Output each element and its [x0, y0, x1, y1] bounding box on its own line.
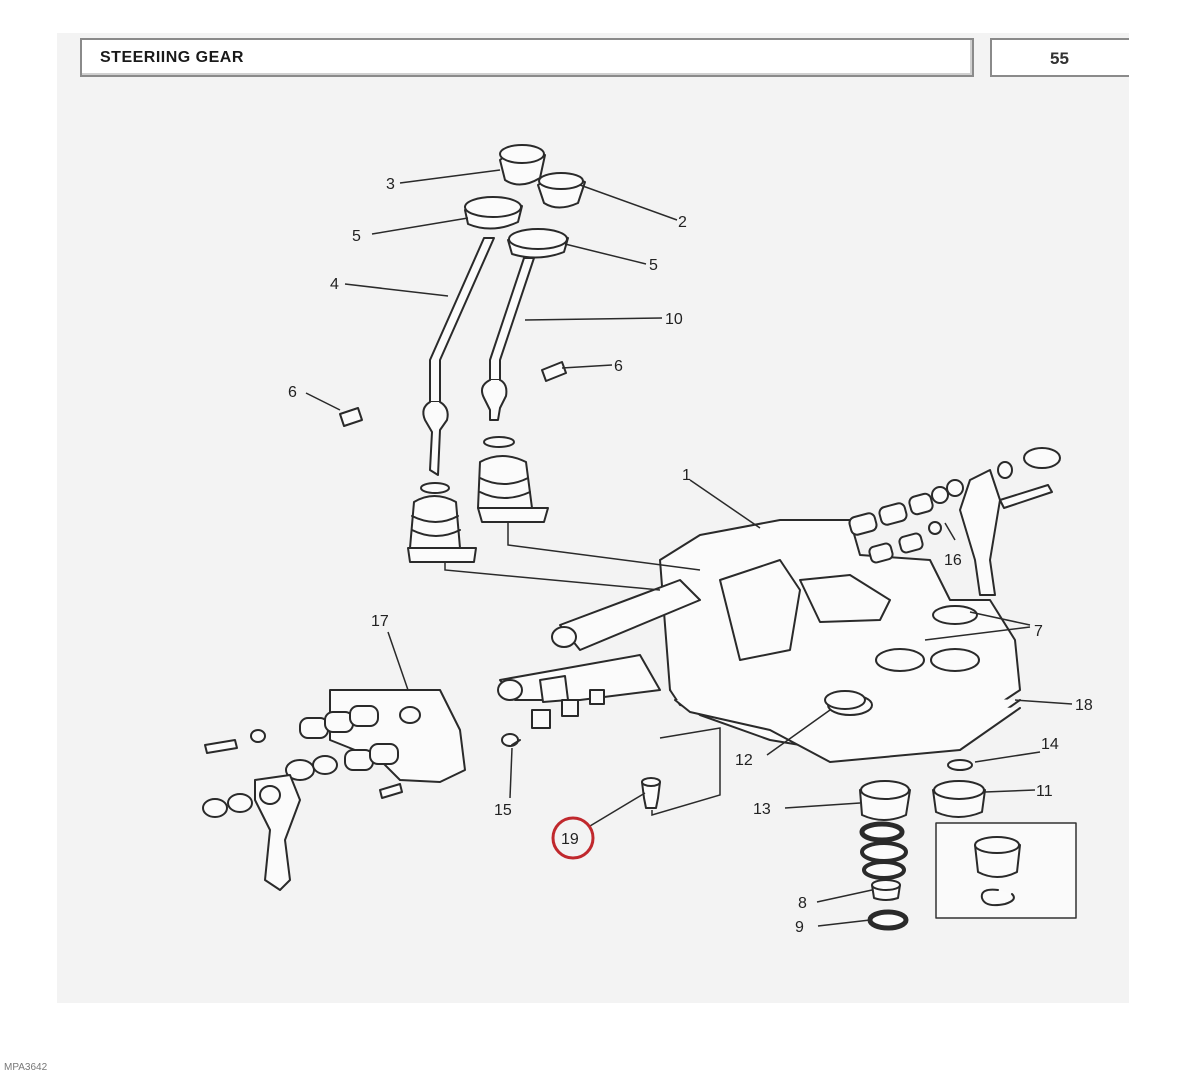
page-number: 55: [1050, 49, 1069, 68]
callout-14: 14: [1041, 736, 1059, 753]
part-cover-12: [824, 690, 866, 710]
part-nut-9: [867, 909, 909, 931]
part-lever-10: [481, 257, 535, 421]
callout-8: 8: [798, 895, 807, 912]
title-bar: STEERIING GEAR: [80, 38, 974, 77]
callout-6-right: 6: [614, 358, 623, 375]
callout-11: 11: [1036, 783, 1053, 800]
part-ring-5-left: [464, 196, 523, 230]
callout-18: 18: [1075, 697, 1093, 714]
part-cap-3: [499, 144, 546, 186]
callout-12: 12: [735, 752, 753, 769]
page-title: STEERIING GEAR: [100, 49, 244, 66]
callout-15: 15: [494, 802, 512, 819]
callout-5-left: 5: [352, 228, 361, 245]
part-lever-4: [422, 237, 495, 476]
part-plug-19: [641, 777, 661, 809]
part-shaft-upper: [551, 579, 701, 651]
callout-6-left: 6: [288, 384, 297, 401]
page-number-box: 55: [990, 38, 1129, 77]
part-boot-right: [477, 436, 549, 523]
part-cap-11: [932, 780, 986, 818]
reference-code: MPA3642: [4, 1062, 48, 1073]
callout-19: 19: [561, 831, 579, 848]
part-housing-1: [659, 519, 1021, 763]
callout-7: 7: [1034, 623, 1043, 640]
callout-9: 9: [795, 919, 804, 936]
part-clip-14: [947, 759, 973, 771]
part-ring-5-right: [507, 228, 569, 259]
callout-2: 2: [678, 214, 687, 231]
part-washer-8: [871, 879, 901, 901]
callout-13: 13: [753, 801, 771, 818]
callout-4: 4: [330, 276, 339, 293]
part-assembly-17: [202, 689, 466, 891]
callout-10: 10: [665, 311, 683, 328]
part-boot-left: [407, 482, 477, 563]
callout-3: 3: [386, 176, 395, 193]
callout-19-highlight-ring: [551, 816, 595, 860]
part-pin-6-left: [339, 407, 363, 427]
part-linkage-16: [848, 447, 1061, 596]
callout-16: 16: [944, 552, 962, 569]
part-bearing-13: [859, 780, 911, 880]
callout-17: 17: [371, 613, 389, 630]
part-bolt-15: [501, 689, 605, 747]
detail-inset: [935, 822, 1077, 919]
callout-1: 1: [682, 467, 691, 484]
part-pin-6-right: [541, 361, 567, 382]
part-shaft-lower: [497, 654, 661, 703]
part-cap-2: [537, 172, 586, 209]
callout-5-right: 5: [649, 257, 658, 274]
